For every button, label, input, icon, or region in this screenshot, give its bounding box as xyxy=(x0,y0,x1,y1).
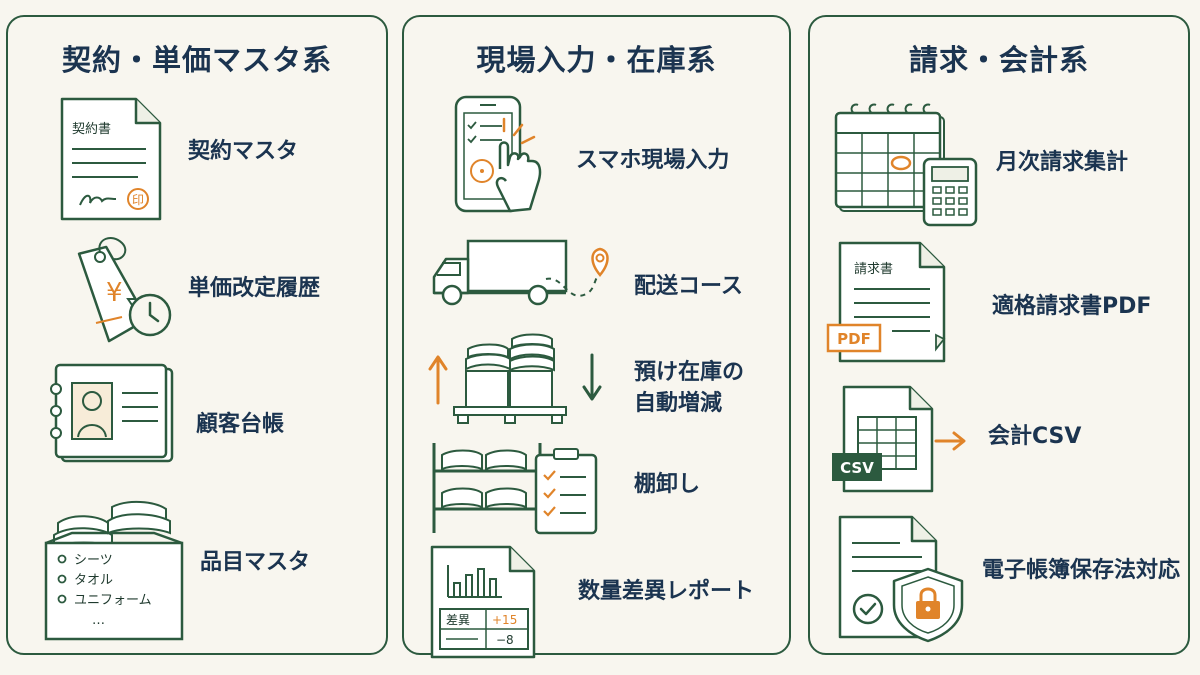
variance-table-label: 差異 xyxy=(446,613,470,627)
item-label: 会計CSV xyxy=(988,424,1082,449)
invoice-doc-title: 請求書 xyxy=(854,262,893,277)
column-title: 契約・単価マスタ系 xyxy=(61,43,332,77)
variance-plus-value: +15 xyxy=(492,613,517,627)
csv-badge: CSV xyxy=(840,459,874,477)
item-label: 顧客台帳 xyxy=(196,412,285,437)
smartphone-input-icon xyxy=(454,95,542,213)
column-title: 現場入力・在庫系 xyxy=(476,43,717,77)
column-title: 請求・会計系 xyxy=(908,43,1089,77)
variance-minus-value: −8 xyxy=(496,633,514,647)
contract-document-icon: 契約書 印 xyxy=(60,97,162,221)
delivery-truck-route-icon xyxy=(432,239,609,306)
secure-document-icon xyxy=(838,515,964,643)
item-label: 棚卸し xyxy=(634,472,701,497)
item-label: 契約マスタ xyxy=(188,139,299,164)
column-billing-accounting: 請求・会計系 月次請求集計 請求書 xyxy=(808,15,1190,655)
variance-report-icon: 差異 +15 −8 xyxy=(430,545,536,659)
column-field-inventory: 現場入力・在庫系 スマホ現場入力 配送コース xyxy=(402,15,791,659)
calendar-calculator-icon xyxy=(834,103,978,227)
invoice-pdf-icon: 請求書 PDF xyxy=(826,241,946,363)
item-label: 預け在庫の 自動増減 xyxy=(634,360,745,416)
item-list-entry: … xyxy=(92,613,105,628)
pdf-badge: PDF xyxy=(837,330,871,348)
item-label: 数量差異レポート xyxy=(578,579,755,604)
yen-sign: ¥ xyxy=(106,278,123,308)
csv-export-icon: CSV xyxy=(832,385,966,493)
pallet-stock-arrows-icon xyxy=(428,333,602,424)
shelf-clipboard-icon xyxy=(432,443,598,535)
price-tag-clock-icon: ¥ xyxy=(77,237,172,343)
item-label: 電子帳簿保存法対応 xyxy=(982,558,1181,583)
item-box-icon: シーツ タオル ユニフォーム … xyxy=(44,501,184,641)
contract-doc-title: 契約書 xyxy=(72,122,111,137)
item-label: 単価改定履歴 xyxy=(188,276,321,301)
item-label: 配送コース xyxy=(634,274,743,299)
item-list-entry: ユニフォーム xyxy=(74,593,152,608)
item-label: スマホ現場入力 xyxy=(576,148,730,173)
item-list-entry: タオル xyxy=(74,573,113,588)
column-master-data: 契約・単価マスタ系 契約書 印 契約マスタ ¥ 単価改定履歴 顧客台帳 xyxy=(6,15,388,655)
item-list-entry: シーツ xyxy=(74,553,113,568)
seal-stamp: 印 xyxy=(132,193,144,207)
item-label: 品目マスタ xyxy=(200,550,311,575)
item-label: 月次請求集計 xyxy=(996,150,1129,175)
customer-ledger-icon xyxy=(50,363,174,463)
item-label: 適格請求書PDF xyxy=(992,294,1152,319)
